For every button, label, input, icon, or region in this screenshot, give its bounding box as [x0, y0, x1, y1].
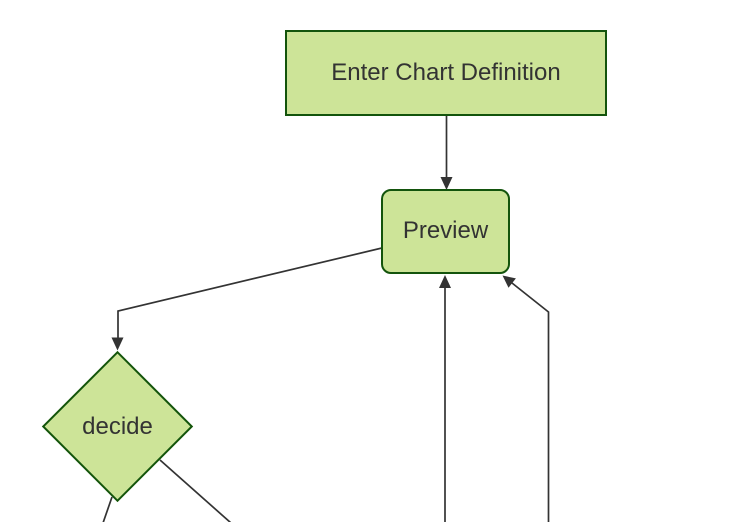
- arrowhead-enter-to-preview: [440, 177, 453, 190]
- node-preview: Preview: [381, 189, 510, 274]
- edge-decide-to-offscreen-right: [159, 459, 232, 522]
- node-enter-chart-definition-label: Enter Chart Definition: [331, 58, 561, 86]
- node-enter-chart-definition: Enter Chart Definition: [285, 30, 607, 116]
- arrowhead-offscreen-center-to-preview: [439, 275, 451, 288]
- node-decide-label: decide: [82, 413, 153, 440]
- edge-offscreen-right-to-preview: [511, 282, 550, 522]
- edge-preview-to-decide: [117, 247, 383, 338]
- edge-decide-to-offscreen-left: [102, 496, 113, 522]
- node-decide: decide: [42, 411, 193, 443]
- arrowhead-preview-to-decide: [111, 337, 124, 351]
- arrowhead-offscreen-right-to-preview: [502, 275, 516, 288]
- node-preview-label: Preview: [402, 217, 489, 245]
